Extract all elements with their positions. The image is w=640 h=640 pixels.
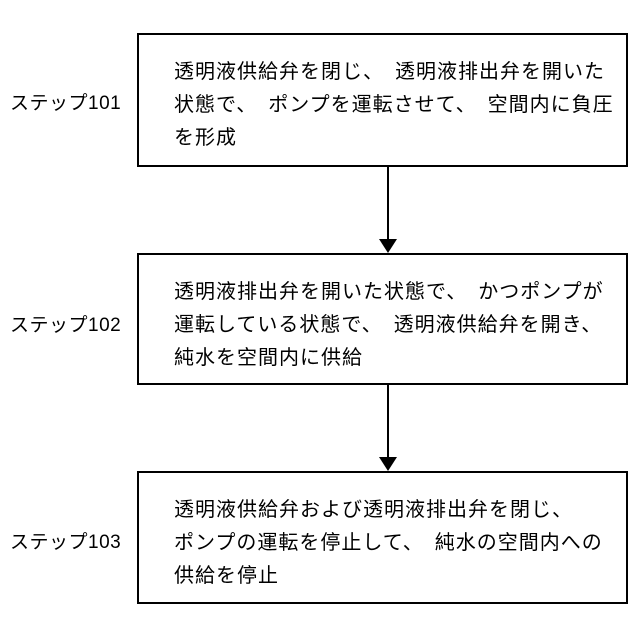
step-103-text-line: 透明液供給弁および透明液排出弁を閉じ、 bbox=[174, 499, 573, 521]
flow-arrow-head-icon bbox=[379, 239, 397, 253]
step-101-text-line: を形成 bbox=[174, 127, 237, 149]
step-101-text-line: 状態で、 ポンプを運転させて、 空間内に負圧 bbox=[174, 94, 614, 116]
step-102-box: 透明液排出弁を開いた状態で、 かつポンプが 運転している状態で、 透明液供給弁を… bbox=[137, 253, 628, 385]
step-103-label: ステップ103 bbox=[10, 532, 122, 553]
flow-arrow-head-icon bbox=[379, 457, 397, 471]
step-103-box: 透明液供給弁および透明液排出弁を閉じ、 ポンプの運転を停止して、 純水の空間内へ… bbox=[137, 471, 628, 604]
step-102-text-line: 純水を空間内に供給 bbox=[174, 347, 363, 369]
step-101-label: ステップ101 bbox=[10, 93, 122, 114]
step-103-text-line: ポンプの運転を停止して、 純水の空間内への bbox=[174, 532, 603, 554]
step-102-text-line: 運転している状態で、 透明液供給弁を開き、 bbox=[174, 314, 603, 336]
step-102-label: ステップ102 bbox=[10, 315, 122, 336]
step-103-text-line: 供給を停止 bbox=[174, 565, 279, 587]
flow-arrow-shaft bbox=[387, 385, 389, 458]
step-101-box: 透明液供給弁を閉じ、 透明液排出弁を開いた 状態で、 ポンプを運転させて、 空間… bbox=[137, 33, 628, 167]
step-101-text-line: 透明液供給弁を閉じ、 透明液排出弁を開いた bbox=[174, 61, 605, 83]
step-102-text-line: 透明液排出弁を開いた状態で、 かつポンプが bbox=[174, 281, 604, 303]
flow-arrow-shaft bbox=[387, 167, 389, 240]
